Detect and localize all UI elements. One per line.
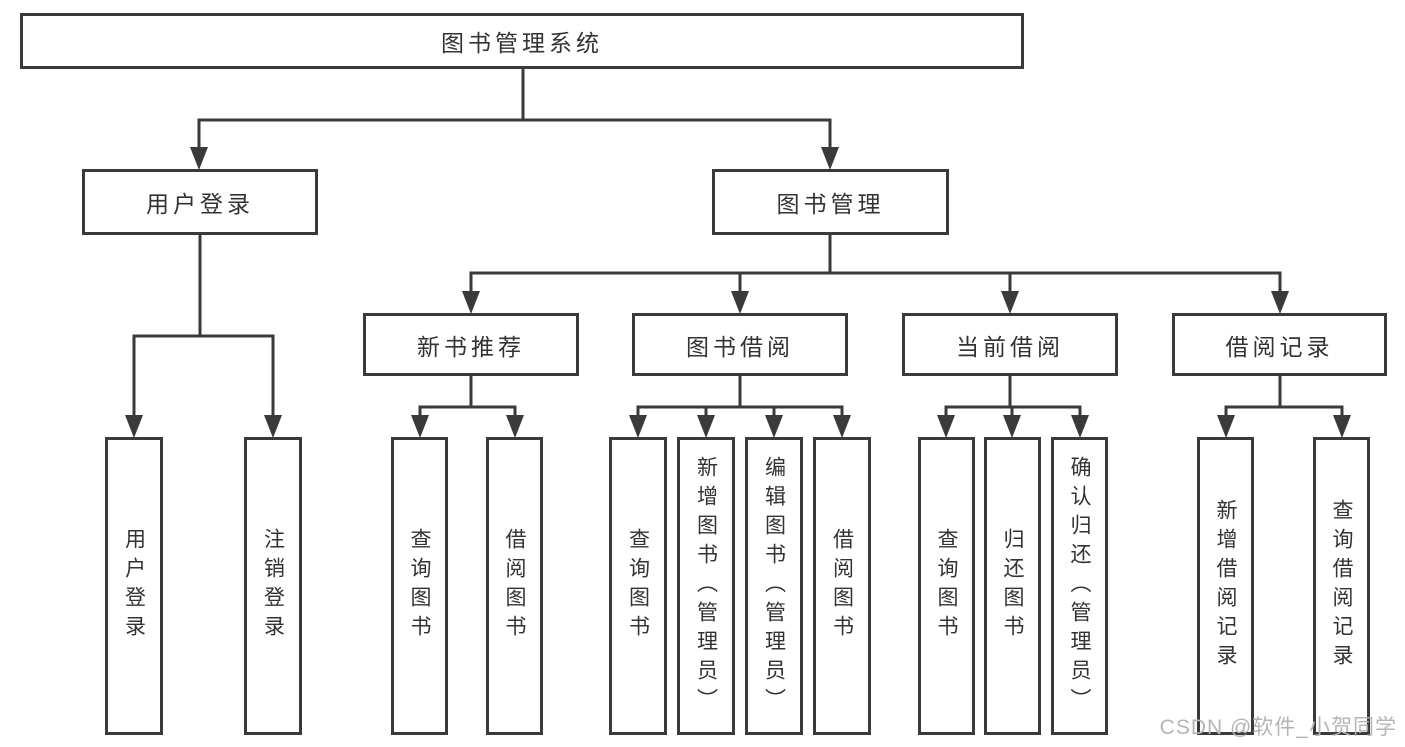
leaf-cb-return-books: 归还图书	[984, 437, 1041, 735]
leaf-logout-login: 注销登录	[244, 437, 302, 735]
node-book-borrowing: 图书借阅	[632, 313, 848, 376]
node-new-book-recommendation: 新书推荐	[363, 313, 579, 376]
node-borrowing-records: 借阅记录	[1172, 313, 1387, 376]
node-user-login: 用户登录	[82, 169, 318, 235]
leaf-nbr-query-books: 查询图书	[391, 437, 448, 735]
leaf-bb-borrow-books: 借阅图书	[813, 437, 871, 735]
node-library-management-system: 图书管理系统	[20, 13, 1024, 69]
node-current-borrowing: 当前借阅	[902, 313, 1118, 376]
leaf-cb-confirm-return-admin: 确认归还（管理员）	[1051, 437, 1108, 735]
leaf-nbr-borrow-books: 借阅图书	[486, 437, 543, 735]
leaf-bb-query-books: 查询图书	[609, 437, 667, 735]
leaf-user-login: 用户登录	[105, 437, 163, 735]
csdn-watermark: CSDN @软件_小贺同学	[1159, 716, 1397, 739]
node-book-management: 图书管理	[712, 169, 949, 235]
leaf-bb-edit-books-admin: 编辑图书（管理员）	[745, 437, 803, 735]
leaf-br-query-record: 查询借阅记录	[1313, 437, 1370, 735]
leaf-bb-add-books-admin: 新增图书（管理员）	[677, 437, 735, 735]
leaf-cb-query-books: 查询图书	[918, 437, 975, 735]
leaf-br-add-record: 新增借阅记录	[1197, 437, 1254, 735]
